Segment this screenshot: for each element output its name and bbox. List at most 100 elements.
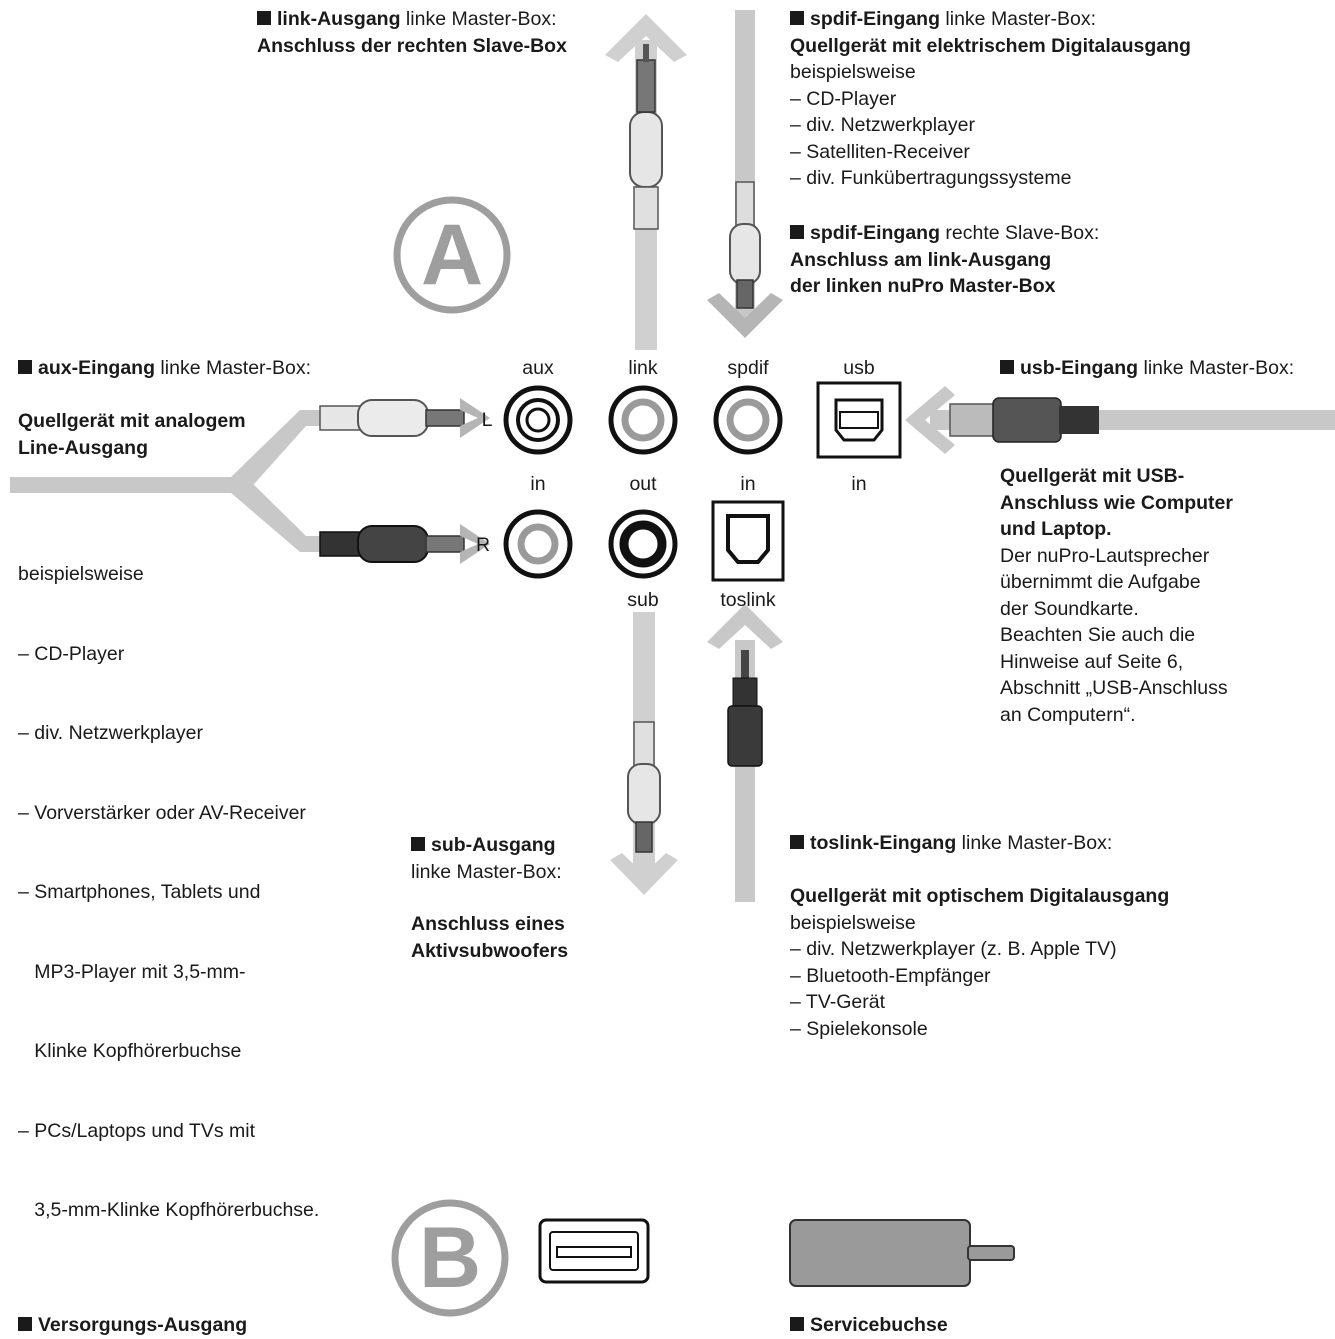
aux-bold1: Quellgerät mit analogem [18, 410, 246, 432]
spdif-right-rest: rechte Slave-Box: [940, 222, 1100, 244]
list-item: – CD-Player [18, 642, 125, 665]
spdif-right-line3: der linken nuPro Master-Box [790, 275, 1056, 297]
port-label-in-usb: in [851, 473, 867, 495]
list-item: – CD-Player [790, 87, 897, 110]
toslink-rest: linke Master-Box: [956, 832, 1113, 854]
usb-b-jack [816, 381, 902, 459]
usb-line: Der nuPro-Lautsprecher [1000, 544, 1210, 567]
service-heading: Servicebuchse [790, 1312, 948, 1339]
usb-title: usb-Eingang [1020, 357, 1139, 379]
bullet-square [790, 835, 804, 849]
bullet-square [1000, 360, 1014, 374]
link-out-arrow [605, 14, 687, 350]
spdif-left-line2: Quellgerät mit elektrischem Digitalausga… [790, 34, 1191, 57]
port-label-spdif: spdif [727, 357, 769, 379]
usb-line: übernimmt die Aufgabe [1000, 571, 1201, 593]
spdif-right-line2: Anschluss am link-Ausgang [790, 248, 1052, 271]
spdif-in-jack [713, 385, 783, 455]
usb-bold-2: und Laptop. [1000, 518, 1112, 540]
toslink-title: toslink-Eingang [810, 832, 957, 854]
link-out-line2: Anschluss der rechten Slave-Box [257, 34, 567, 57]
sub-bold2: Aktivsubwoofers [411, 939, 569, 962]
sub-out-arrow [610, 612, 678, 895]
supply-out-heading: Versorgungs-Ausgang [18, 1312, 247, 1339]
bullet-square [257, 11, 271, 25]
service-jack-plug [789, 1219, 1015, 1287]
spdif-left-intro: beispielsweise [790, 61, 916, 83]
channel-label-l: L [481, 409, 493, 431]
toslink-in-heading: toslink-Eingang linke Master-Box: [790, 830, 1112, 857]
section-a-circle [393, 196, 511, 314]
section-b-letter: B [418, 1210, 482, 1306]
usb-bold-1: Anschluss wie Computer [1000, 491, 1233, 514]
link-out-rest: linke Master-Box: [400, 8, 557, 30]
sub-bold1: Anschluss eines [411, 913, 565, 935]
aux-in-examples: beispielsweise – CD-Player – div. Netzwe… [18, 508, 319, 1250]
section-a-letter: A [420, 207, 484, 303]
aux-intro: beispielsweise [18, 563, 144, 585]
usb-in-description: Quellgerät mit USB- Anschluss wie Comput… [1000, 463, 1233, 728]
channel-label-r: R [475, 534, 491, 556]
port-label-usb: usb [843, 357, 875, 379]
spdif-left-title: spdif-Eingang [810, 8, 940, 30]
aux-bold2: Line-Ausgang [18, 436, 148, 459]
list-item: – Bluetooth-Empfänger [790, 964, 991, 987]
service-title: Servicebuchse [810, 1314, 948, 1336]
list-item: – div. Netzwerkplayer (z. B. Apple TV) [790, 938, 1117, 960]
usb-line: Beachten Sie auch die [1000, 624, 1196, 646]
aux-rest: linke Master-Box: [155, 357, 312, 379]
link-out-jack [608, 385, 678, 455]
usb-bold-0: Quellgerät mit USB- [1000, 465, 1185, 487]
aux-y-cable [10, 398, 490, 564]
list-item: – Vorverstärker oder AV-Receiver [18, 801, 306, 824]
sub-line2: linke Master-Box: [411, 860, 562, 883]
link-out-text: link-Ausgang linke Master-Box: Anschluss… [257, 6, 567, 59]
list-item: – Smartphones, Tablets und [18, 881, 261, 903]
usb-rest: linke Master-Box: [1138, 357, 1295, 379]
spdif-left-rest: linke Master-Box: [940, 8, 1097, 30]
usb-in-heading: usb-Eingang linke Master-Box: [1000, 355, 1294, 382]
usb-a-port [538, 1218, 650, 1284]
bullet-square [790, 11, 804, 25]
list-item: – div. Netzwerkplayer [790, 114, 975, 136]
toslink-in-examples: Quellgerät mit optischem Digitalausgang … [790, 883, 1169, 1042]
bullet-square [790, 1317, 804, 1331]
bullet-square [411, 837, 425, 851]
port-label-out-link: out [629, 473, 657, 495]
sub-title: sub-Ausgang [431, 834, 556, 856]
bullet-square [18, 1317, 32, 1331]
sub-out-text: sub-Ausgang linke Master-Box: Anschluss … [411, 832, 568, 964]
port-label-sub: sub [627, 589, 659, 611]
link-out-title: link-Ausgang [277, 8, 401, 30]
list-item: Klinke Kopfhörerbuchse [18, 1040, 242, 1062]
port-label-link: link [628, 357, 658, 379]
bullet-square [790, 225, 804, 239]
aux-r-jack [503, 509, 573, 579]
spdif-in-left-text: spdif-Eingang linke Master-Box: Quellger… [790, 6, 1191, 192]
toslink-in-jack [711, 500, 785, 582]
list-item: – PCs/Laptops und TVs mit [18, 1119, 256, 1142]
bullet-square [18, 360, 32, 374]
usb-line: der Soundkarte. [1000, 597, 1139, 620]
port-label-aux: aux [522, 357, 554, 379]
aux-in-source: Quellgerät mit analogem Line-Ausgang [18, 408, 246, 461]
aux-title: aux-Eingang [38, 357, 156, 379]
list-item: – TV-Gerät [790, 991, 886, 1013]
usb-cable [905, 386, 1335, 454]
list-item: MP3-Player mit 3,5-mm- [18, 960, 246, 983]
aux-in-heading: aux-Eingang linke Master-Box: [18, 355, 311, 382]
sub-out-jack [608, 509, 678, 579]
list-item: – Satelliten-Receiver [790, 140, 970, 163]
list-item: – div. Netzwerkplayer [18, 722, 203, 744]
list-item: – div. Funkübertragungssysteme [790, 167, 1072, 189]
toslink-line2: Quellgerät mit optischem Digitalausgang [790, 885, 1170, 907]
aux-l-jack [503, 385, 573, 455]
port-label-toslink: toslink [720, 589, 776, 611]
list-item: – Spielekonsole [790, 1017, 928, 1040]
supply-out-title: Versorgungs-Ausgang [38, 1314, 248, 1336]
list-item: 3,5-mm-Klinke Kopfhörerbuchse. [18, 1199, 320, 1221]
usb-line: Hinweise auf Seite 6, [1000, 650, 1184, 673]
port-label-in-aux: in [530, 473, 546, 495]
spdif-in-right-text: spdif-Eingang rechte Slave-Box: Anschlus… [790, 220, 1099, 300]
